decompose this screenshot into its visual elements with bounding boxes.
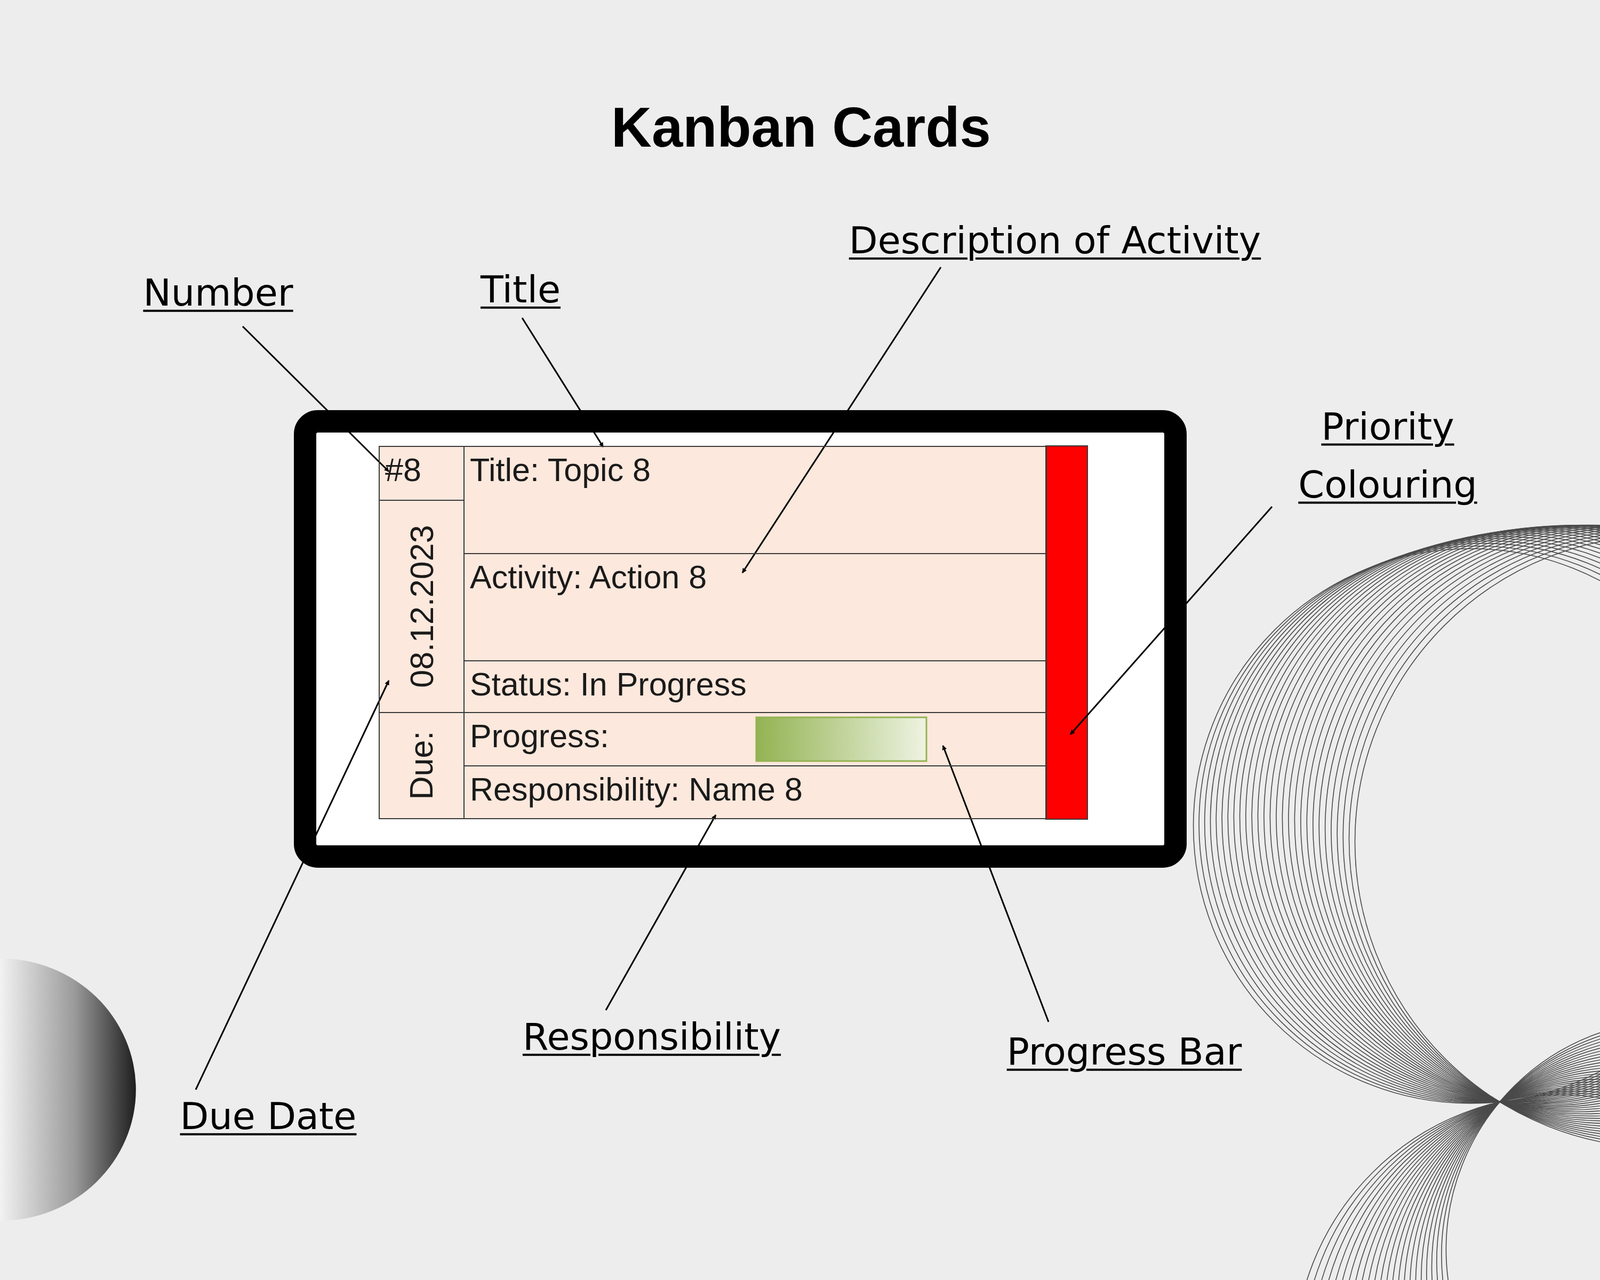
callout-label: Progress Bar [1006,1022,1243,1082]
card-fill [378,445,1088,820]
card-number-cell: #8 [378,445,465,501]
cell-text: 08.12.2023 [402,524,440,688]
progress-cell: Progress: [463,712,1047,767]
spiral-decoration [1193,525,1600,1280]
progress-bar [756,717,927,762]
callout-label: Due Date [180,1087,357,1146]
priority-bar [1045,445,1088,820]
responsibility-cell: Responsibility: Name 8 [463,765,1047,820]
leader-line [195,680,389,1090]
cell-text: Responsibility: Name 8 [469,771,803,808]
cell-text: Activity: Action 8 [469,558,707,596]
status-cell: Status: In Progress [463,660,1047,714]
leader-line [742,267,941,573]
callout-label: Description of Activity [849,211,1261,270]
leader-line [942,745,1049,1022]
due-label-cell: Due: [378,712,465,820]
leader-line [242,326,389,472]
leader-line [522,317,604,447]
callout-label: Priority Colouring [1265,397,1511,514]
cell-text: Title: Topic 8 [469,451,651,488]
due-date-cell: 08.12.2023 [378,499,465,714]
title-cell: Title: Topic 8 [463,445,1047,555]
cell-text: Due: [402,731,440,800]
half-circle-decoration [0,958,136,1221]
cell-text: #8 [385,451,422,488]
activity-cell: Activity: Action 8 [463,553,1047,662]
callout-label: Number [142,264,293,323]
diagram-title: Kanban Cards [611,95,991,160]
card-frame [305,421,1176,857]
cell-text: Progress: [469,717,610,755]
cell-text: Status: In Progress [469,666,747,703]
callout-label: Responsibility [522,1008,781,1067]
callout-label: Title [480,260,561,319]
leader-line [1070,506,1272,735]
leader-line [605,814,716,1011]
